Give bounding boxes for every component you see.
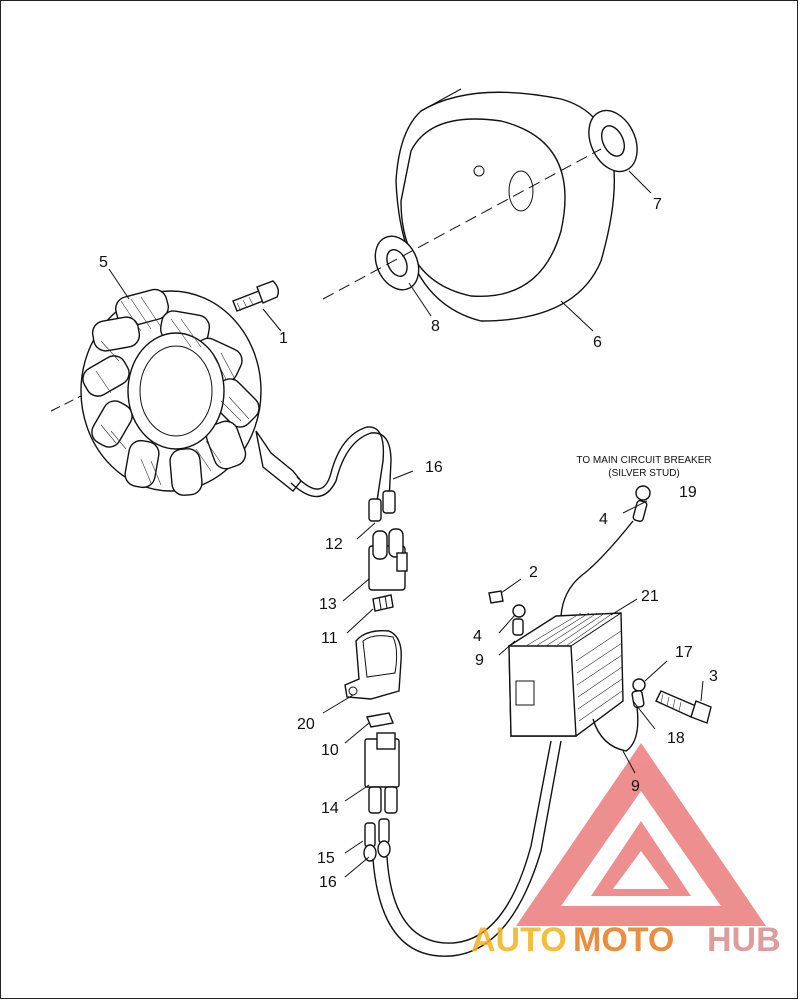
callout-12: 12 xyxy=(325,536,343,553)
callout-16-upper: 16 xyxy=(425,459,443,476)
callout-18: 18 xyxy=(667,730,685,747)
callout-9-left: 9 xyxy=(475,652,484,669)
callout-17: 17 xyxy=(675,644,693,661)
bolt-3 xyxy=(655,690,712,724)
svg-text:HUB: HUB xyxy=(707,921,781,959)
callout-4-left: 4 xyxy=(473,628,482,645)
ground-eyelet-left xyxy=(488,590,526,636)
caption-line-2: (SILVER STUD) xyxy=(608,468,680,479)
connector-14 xyxy=(364,732,400,814)
caption-line-1: TO MAIN CIRCUIT BREAKER xyxy=(576,455,711,466)
callout-19: 19 xyxy=(679,484,697,501)
callout-5: 5 xyxy=(99,254,108,271)
screw-1 xyxy=(232,280,280,312)
callout-14: 14 xyxy=(321,800,339,817)
callout-2: 2 xyxy=(529,564,538,581)
callout-9-right: 9 xyxy=(631,778,640,795)
lock-10 xyxy=(366,712,394,728)
leader-lines xyxy=(108,170,704,878)
callout-1: 1 xyxy=(279,330,288,347)
stator-harness xyxy=(255,426,396,522)
terminals-lower xyxy=(363,818,391,862)
callout-13: 13 xyxy=(319,596,337,613)
regulator-output-wires xyxy=(372,740,562,957)
callout-4-top: 4 xyxy=(599,511,608,528)
callout-21: 21 xyxy=(641,588,659,605)
callout-3: 3 xyxy=(709,668,718,685)
washer-7 xyxy=(588,109,638,173)
breaker-wire-19 xyxy=(560,485,651,617)
stator-axis xyxy=(50,395,82,412)
lock-11 xyxy=(372,594,394,612)
callout-8: 8 xyxy=(431,318,440,335)
rotor-part xyxy=(395,88,616,322)
stator-part xyxy=(80,288,262,496)
svg-text:AUTO: AUTO xyxy=(471,921,567,959)
callout-20: 20 xyxy=(297,716,315,733)
callout-16-lower: 16 xyxy=(319,874,337,891)
connector-13 xyxy=(368,528,408,591)
watermark-text: AUTO MOTO HUB xyxy=(471,921,781,959)
watermark-logo xyxy=(516,743,766,926)
callout-15: 15 xyxy=(317,850,335,867)
axis-line xyxy=(322,148,602,300)
washer-8 xyxy=(374,235,420,291)
svg-text:MOTO: MOTO xyxy=(573,921,674,959)
callout-11: 11 xyxy=(321,630,338,647)
voltage-regulator-21 xyxy=(508,612,624,737)
callout-7: 7 xyxy=(653,196,662,213)
callout-10: 10 xyxy=(321,742,339,759)
mount-20 xyxy=(344,630,402,700)
callout-6: 6 xyxy=(593,334,602,351)
